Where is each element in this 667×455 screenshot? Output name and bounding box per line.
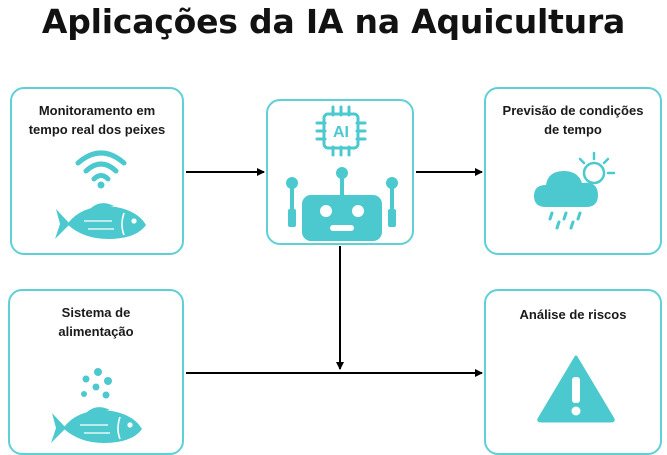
node-risk: Análise de riscos xyxy=(484,289,662,455)
node-feeding-label-line1: Sistema de xyxy=(61,305,131,320)
node-weather: Previsão de condições de tempo xyxy=(484,87,662,255)
node-weather-label-line1: Previsão de condições xyxy=(502,103,644,118)
fish-icon xyxy=(51,407,142,443)
robot-icon xyxy=(286,167,398,241)
node-feeding-label-line2: alimentação xyxy=(58,324,134,339)
node-feeding: Sistema de alimentação xyxy=(8,289,184,455)
node-monitoring-label-line1: Monitoramento em xyxy=(38,103,156,118)
fish-icon xyxy=(55,203,146,239)
node-weather-label-line2: de tempo xyxy=(544,122,602,137)
wifi-icon xyxy=(75,150,127,189)
warning-triangle-icon xyxy=(537,355,615,423)
node-ai: AI xyxy=(266,99,414,245)
node-monitoring-label-line2: tempo real dos peixes xyxy=(28,122,166,137)
node-monitoring: Monitoramento em tempo real dos peixes xyxy=(10,87,184,255)
rain-cloud-sun-icon xyxy=(534,151,616,230)
feed-pellets-icon xyxy=(81,368,112,399)
ai-chip-icon: AI xyxy=(315,105,367,157)
node-risk-label-line1: Análise de riscos xyxy=(519,307,627,322)
ai-chip-label: AI xyxy=(333,124,349,141)
diagram-title: Aplicações da IA na Aquicultura xyxy=(41,2,626,41)
